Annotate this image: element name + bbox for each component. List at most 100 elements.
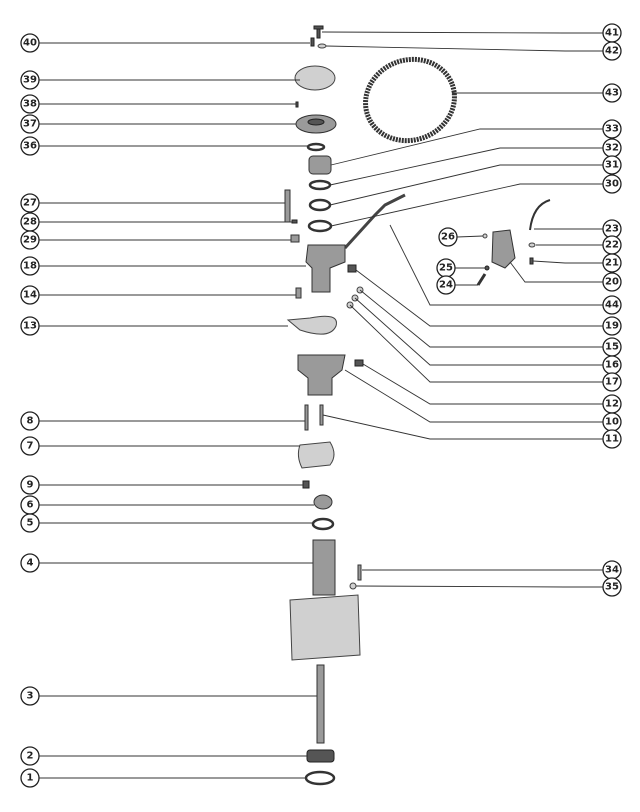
part-35-washer <box>349 582 357 590</box>
callout-33: 33 <box>602 119 622 139</box>
leader-lines <box>39 31 603 779</box>
callout-9: 9 <box>20 475 40 495</box>
part-40-pin <box>310 37 315 47</box>
leader-32 <box>329 147 603 186</box>
callout-number: 6 <box>27 500 34 511</box>
callout-35: 35 <box>602 577 622 597</box>
callout-circle <box>20 436 40 456</box>
part-24-screw <box>476 273 487 286</box>
callout-number: 5 <box>27 518 34 529</box>
callouts: 4039383736272829181413879654321414243333… <box>20 23 622 788</box>
part-22-washer <box>528 242 536 248</box>
callout-number: 21 <box>605 258 619 269</box>
callout-number: 16 <box>605 360 619 371</box>
part-3-driveshaft <box>316 664 325 744</box>
part-39-cap <box>294 65 336 91</box>
callout-number: 7 <box>27 441 34 452</box>
callout-number: 19 <box>605 321 619 332</box>
callout-10: 10 <box>602 412 622 432</box>
part-42-washer <box>317 43 327 49</box>
callout-number: 18 <box>23 261 37 272</box>
callout-7: 7 <box>20 436 40 456</box>
callout-circle <box>20 285 40 305</box>
part-20-switch <box>491 229 516 269</box>
callout-number: 2 <box>27 751 34 762</box>
part-38-pin <box>295 101 299 108</box>
part-4-base <box>289 594 361 661</box>
leader-41 <box>321 31 603 34</box>
part-12-fitting <box>354 359 364 367</box>
part-44-wire <box>343 193 406 250</box>
callout-24: 24 <box>436 275 456 295</box>
leader-19 <box>355 269 603 327</box>
callout-31: 31 <box>602 155 622 175</box>
callout-circle <box>602 253 622 273</box>
part-5-ring <box>311 517 335 531</box>
callout-number: 42 <box>605 46 619 57</box>
callout-number: 26 <box>441 232 455 243</box>
leader-16 <box>354 297 603 366</box>
part-6-nut <box>313 494 333 510</box>
callout-circle <box>20 553 40 573</box>
callout-11: 11 <box>602 429 622 449</box>
callout-circle <box>20 411 40 431</box>
callout-circle <box>438 227 458 247</box>
callout-number: 27 <box>23 198 37 209</box>
callout-number: 11 <box>605 434 619 445</box>
part-1-snap-ring <box>304 770 336 786</box>
callout-number: 1 <box>27 773 34 784</box>
callout-circle <box>602 119 622 139</box>
part-10-housing <box>297 354 346 396</box>
callout-number: 22 <box>605 240 619 251</box>
callout-number: 32 <box>605 143 619 154</box>
leader-42 <box>325 45 603 52</box>
callout-circle <box>602 174 622 194</box>
callout-15: 15 <box>602 337 622 357</box>
callout-circle <box>20 686 40 706</box>
callout-number: 33 <box>605 124 619 135</box>
callout-circle <box>20 256 40 276</box>
part-30-seal <box>307 219 333 233</box>
part-25-washer <box>484 265 490 271</box>
part-7-clamp <box>297 441 335 469</box>
part-13-clamp <box>286 315 337 335</box>
callout-26: 26 <box>438 227 458 247</box>
callout-number: 20 <box>605 277 619 288</box>
callout-circle <box>20 316 40 336</box>
callout-number: 41 <box>605 28 619 39</box>
leader-10 <box>344 369 603 423</box>
callout-circle <box>602 272 622 292</box>
callout-number: 4 <box>27 558 34 569</box>
part-18-housing <box>305 244 346 293</box>
callout-circle <box>602 41 622 61</box>
part-4-shaft <box>312 539 336 596</box>
callout-29: 29 <box>20 230 40 250</box>
callout-18: 18 <box>20 256 40 276</box>
part-43-belt <box>363 56 457 144</box>
leader-31 <box>329 164 603 206</box>
part-33-bearing <box>308 155 332 175</box>
callout-43: 43 <box>602 83 622 103</box>
callout-41: 41 <box>602 23 622 43</box>
callout-circle <box>20 746 40 766</box>
part-19-fitting <box>347 264 357 273</box>
callout-20: 20 <box>602 272 622 292</box>
callout-number: 15 <box>605 342 619 353</box>
leader-11 <box>322 414 603 440</box>
callout-circle <box>602 429 622 449</box>
callout-circle <box>20 230 40 250</box>
callout-44: 44 <box>602 295 622 315</box>
leader-35 <box>355 585 603 588</box>
callout-23: 23 <box>602 219 622 239</box>
callout-circle <box>602 316 622 336</box>
part-37-gear-bore <box>307 118 325 126</box>
callout-number: 10 <box>605 417 619 428</box>
callout-3: 3 <box>20 686 40 706</box>
part-32-gasket <box>308 179 332 191</box>
callout-number: 37 <box>23 119 37 130</box>
callout-37: 37 <box>20 114 40 134</box>
leader-21 <box>532 260 603 264</box>
callout-1: 1 <box>20 768 40 788</box>
callout-number: 39 <box>23 75 37 86</box>
